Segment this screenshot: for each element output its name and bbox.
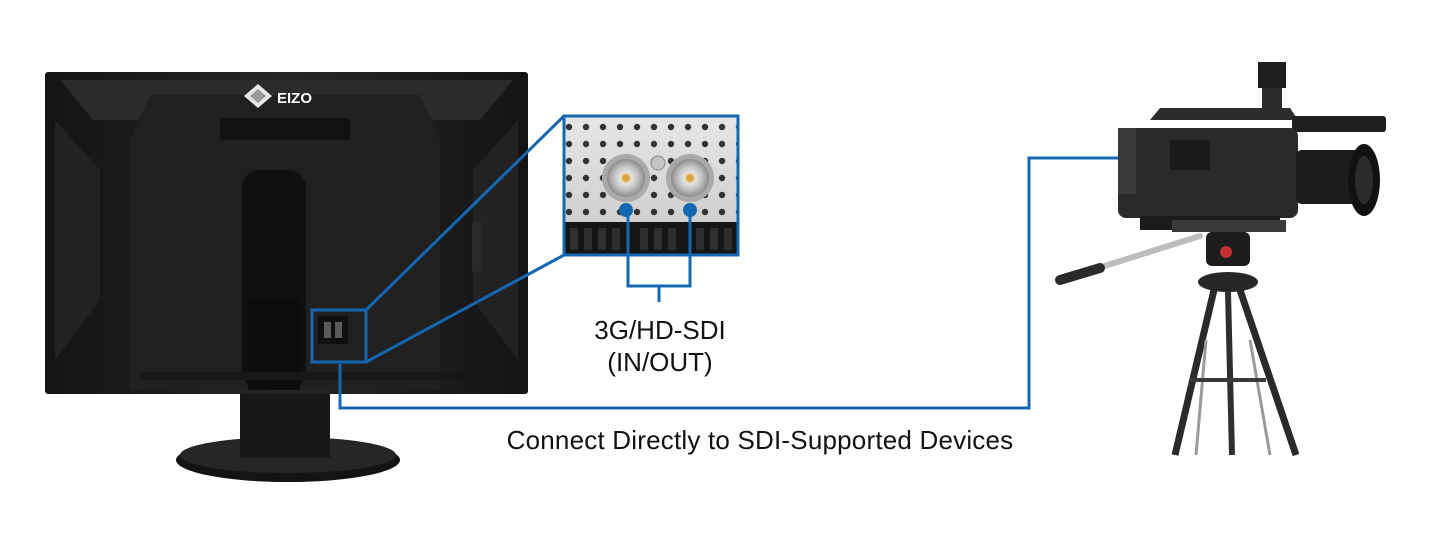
camcorder-icon	[1118, 62, 1386, 230]
eizo-logo-icon: EIZO	[244, 84, 312, 108]
sdi-connection-line	[338, 156, 1118, 410]
port-label-direction: (IN/OUT)	[607, 347, 713, 377]
zoom-line-top	[364, 114, 566, 312]
port-label-type: 3G/HD-SDI	[594, 315, 726, 345]
logo-text: EIZO	[277, 90, 312, 107]
zoom-inset	[562, 114, 740, 257]
bnc-connector-icon	[666, 154, 714, 202]
monitor-stand-neck	[240, 388, 330, 458]
monitor-rear: EIZO	[45, 72, 528, 482]
tripod-icon	[1055, 220, 1300, 457]
diagram-caption: Connect Directly to SDI-Supported Device…	[506, 425, 1014, 455]
zoom-line-bottom	[365, 253, 565, 364]
port-highlight-box	[310, 308, 368, 364]
bnc-connector-icon	[602, 154, 650, 202]
port-bracket	[619, 203, 697, 302]
